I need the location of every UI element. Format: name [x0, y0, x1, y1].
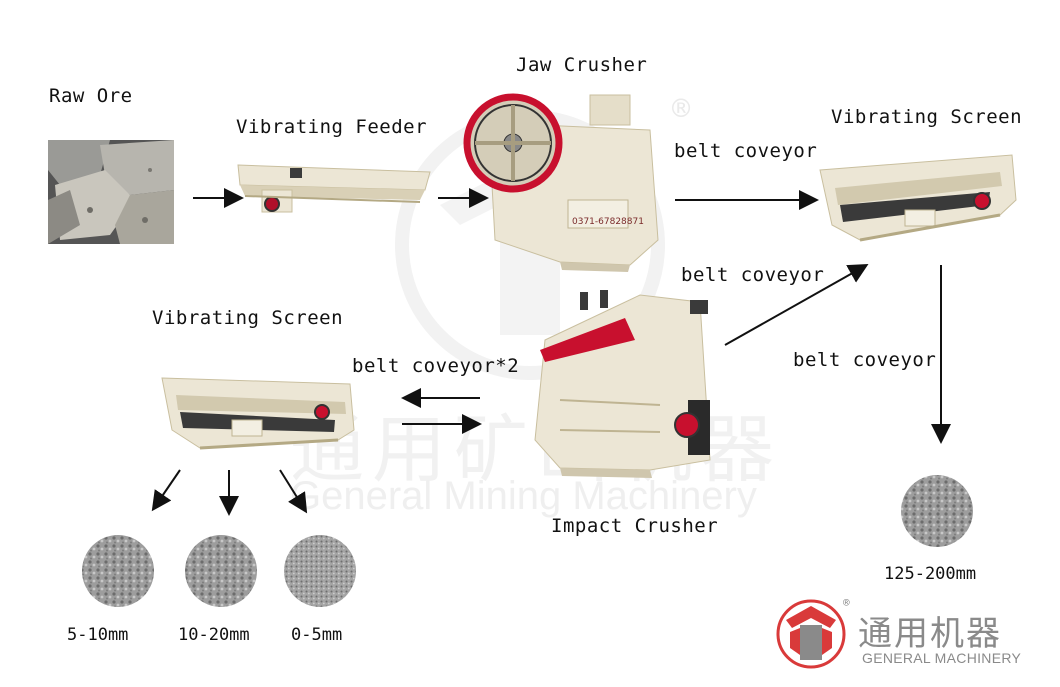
arrow-to-0-5 — [279, 469, 308, 514]
label-jaw-crusher: Jaw Crusher — [516, 54, 648, 76]
aggregate-10-20-sample — [185, 535, 257, 607]
label-belt-screen-to-product: belt coveyor — [793, 349, 937, 371]
watermark-english-text: General Mining Machinery — [290, 474, 757, 518]
label-impact-crusher: Impact Crusher — [551, 515, 719, 537]
brand-registered-mark: ® — [843, 596, 850, 609]
label-raw-ore: Raw Ore — [49, 85, 133, 107]
label-belt-double: belt coveyor*2 — [352, 355, 520, 377]
size-10-20: 10-20mm — [178, 625, 250, 645]
size-0-5: 0-5mm — [291, 625, 343, 645]
arrow-to-5-10 — [151, 469, 181, 512]
arrow-impact-to-screen — [724, 264, 869, 346]
aggregate-5-10-sample — [82, 535, 154, 607]
label-belt-jaw-to-screen: belt coveyor — [674, 140, 818, 162]
jaw-crusher-plate-phone: 0371-67828871 — [572, 217, 644, 227]
aggregate-0-5-sample — [284, 535, 356, 607]
size-5-10: 5-10mm — [67, 625, 129, 645]
label-vibrating-feeder: Vibrating Feeder — [236, 116, 428, 138]
label-vibrating-screen-top: Vibrating Screen — [831, 106, 1023, 128]
brand-english-name: GENERAL MACHINERY — [862, 650, 1022, 666]
aggregate-125-200-sample — [901, 475, 973, 547]
label-belt-impact-to-screen: belt coveyor — [681, 264, 825, 286]
watermark-registered-mark: ® — [672, 92, 691, 127]
brand-chinese-name: 通用机器 — [858, 614, 1002, 654]
label-vibrating-screen-bottom: Vibrating Screen — [152, 307, 344, 329]
size-125-200: 125-200mm — [884, 564, 977, 584]
